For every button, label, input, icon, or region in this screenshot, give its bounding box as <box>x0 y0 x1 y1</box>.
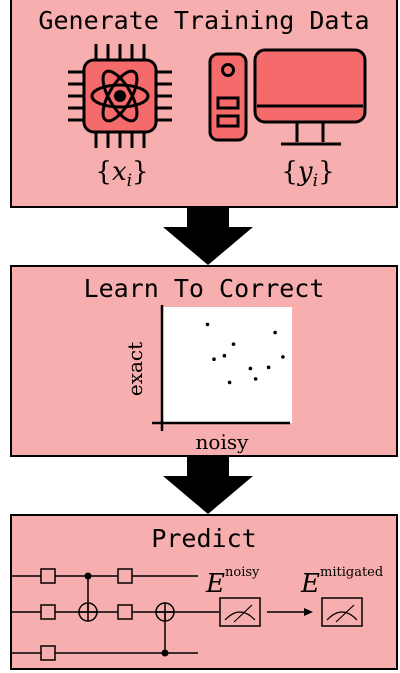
scatter-point <box>273 330 277 335</box>
scatter-point <box>253 377 258 381</box>
computer-tower-icon <box>208 52 248 142</box>
predict-panel-title: Predict <box>151 524 257 553</box>
gate-1-2 <box>117 568 133 584</box>
cnot-target-1 <box>78 602 98 622</box>
cnot-target-2 <box>155 602 175 622</box>
down-arrow-1 <box>163 207 253 265</box>
gate-1-1 <box>40 568 56 584</box>
noisy-superscript: noisy <box>225 565 260 580</box>
quantum-circuit: E noisy E mitigated <box>12 565 383 661</box>
scatter-point <box>205 322 210 327</box>
scatter-point <box>222 353 227 358</box>
scatter-plot: exact noisy <box>123 305 292 453</box>
generate-panel-title: Generate Training Data <box>38 6 370 35</box>
scatter-point <box>212 357 216 361</box>
right-arrow-icon <box>304 608 313 616</box>
predict-panel: Predict <box>10 514 398 670</box>
mitigated-superscript: mitigated <box>320 565 383 580</box>
inputs-set-label: {xi} <box>95 157 148 191</box>
mitigated-meter-icon <box>321 597 363 627</box>
scatter-point <box>231 342 236 346</box>
inputs-label-text: {xi} <box>95 157 148 191</box>
fit-line <box>187 338 280 399</box>
y-axis-label: exact <box>123 342 147 396</box>
learn-panel-title: Learn To Correct <box>83 274 325 303</box>
scatter-point <box>227 380 232 385</box>
learn-to-correct-panel: Learn To Correct exact noisy <box>10 265 398 457</box>
outputs-set-label: {yi} <box>281 157 334 191</box>
gate-2-2 <box>117 604 133 620</box>
mitigated-e-symbol: E <box>300 569 320 599</box>
cnot-control-1 <box>84 572 92 580</box>
quantum-chip-icon <box>68 44 172 148</box>
scatter-point <box>266 365 271 370</box>
x-axis-label: noisy <box>196 430 250 453</box>
cnot-control-2 <box>161 649 169 657</box>
gate-2-1 <box>40 604 56 620</box>
scatter-point <box>281 355 285 359</box>
monitor-icon <box>253 48 367 146</box>
down-arrow-2 <box>163 456 253 514</box>
gate-3-1 <box>40 645 56 661</box>
outputs-label-text: {yi} <box>281 157 334 191</box>
plot-area <box>162 307 292 423</box>
noisy-e-symbol: E <box>205 569 225 599</box>
generate-training-data-panel: Generate Training Data {xi} <box>10 0 398 208</box>
scatter-point <box>248 366 253 371</box>
noisy-meter-icon <box>219 597 261 627</box>
